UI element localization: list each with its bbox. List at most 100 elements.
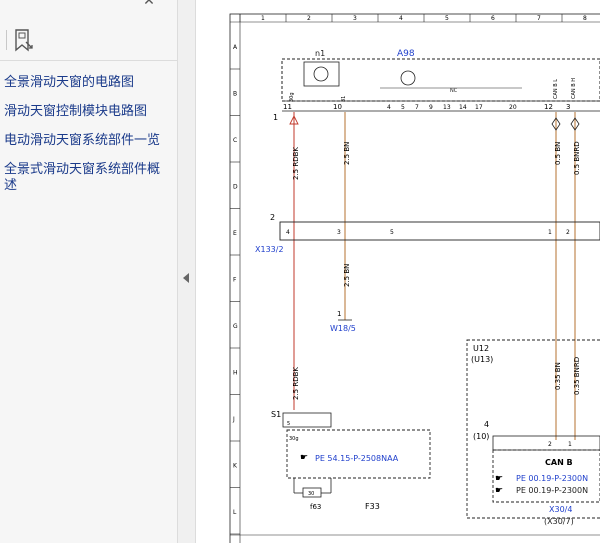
row-ruler: A B C D E F G H J K L <box>230 44 240 535</box>
pin-label: 4 <box>387 104 391 111</box>
column-ruler: 1 2 3 4 5 6 7 8 <box>239 14 587 22</box>
x30-label[interactable]: X30/4 <box>549 505 572 514</box>
wire-label: 2.5 RDBK <box>292 147 300 180</box>
conn-pin: 2 <box>566 229 570 236</box>
row-letter: L <box>233 509 237 516</box>
row-letter: A <box>233 44 238 51</box>
diagram-frame <box>229 13 600 543</box>
ref-label: 1 <box>273 113 278 122</box>
column-number: 3 <box>353 15 357 22</box>
u12-box <box>466 339 600 519</box>
conn-pin: 4 <box>286 229 290 236</box>
outline-item[interactable]: 全景式滑动天窗系统部件概述 <box>4 162 161 193</box>
transistor-icon <box>400 70 416 86</box>
column-number: 8 <box>583 15 587 22</box>
sidebar-splitter[interactable] <box>178 0 196 543</box>
pin-label: 7 <box>415 104 419 111</box>
outline-list: 全景滑动天窗的电路图 滑动天窗控制模块电路图 电动滑动天窗系统部件一览 全景式滑… <box>0 72 176 197</box>
wire-label: 0.5 BN <box>554 142 562 165</box>
close-sidebar-icon[interactable]: ✕ <box>143 0 155 9</box>
row-letter: H <box>233 370 238 377</box>
row-letter: G <box>233 323 238 330</box>
s1-label: S1 <box>271 410 281 419</box>
s1-pin: 30g <box>289 436 299 442</box>
pin-label: 20 <box>509 104 517 111</box>
x133-connector <box>279 221 600 241</box>
conn-pin: 3 <box>337 229 341 236</box>
pe-link[interactable]: PE 00.19-P-2300N <box>516 474 588 483</box>
collapse-left-icon[interactable] <box>183 273 189 283</box>
u12-label: U12 <box>473 344 489 353</box>
fuse-label: 30 <box>308 491 314 497</box>
pe-link[interactable]: PE 54.15-P-2508NAA <box>315 454 399 463</box>
pe-text: PE 00.19-P-2300N <box>516 486 588 495</box>
node-label: (10) <box>473 432 489 441</box>
row-letter: K <box>233 463 238 470</box>
pin-label: 13 <box>443 104 451 111</box>
column-number: 2 <box>307 15 311 22</box>
f33-label: F33 <box>365 502 380 511</box>
x133-label[interactable]: X133/2 <box>255 245 284 254</box>
fuse-box <box>302 487 322 498</box>
pin-label: 3 <box>566 103 570 111</box>
pin-label: 10 <box>333 103 342 111</box>
wire-label: 0.35 BNRD <box>573 357 581 395</box>
row-letter: F <box>233 277 237 284</box>
row-letter: J <box>232 416 235 423</box>
u13-label: (U13) <box>471 355 493 364</box>
a98-label[interactable]: A98 <box>397 49 415 59</box>
wire-label: 0.5 BNRD <box>573 141 581 175</box>
pointer-icon: ☛ <box>495 474 503 484</box>
pin-label: 11 <box>283 103 292 111</box>
row-letter: D <box>233 184 238 191</box>
toolbar-divider <box>6 30 7 50</box>
x30-label: (X30/7) <box>544 517 574 526</box>
outline-item[interactable]: 电动滑动天窗系统部件一览 <box>4 133 161 148</box>
wire-label: 2.5 BN <box>343 142 351 165</box>
pin-tag: 31 <box>341 96 347 102</box>
column-number: 7 <box>537 15 541 22</box>
s1-pin: 5 <box>287 421 290 427</box>
pin-label: 9 <box>429 104 433 111</box>
column-number: 4 <box>399 15 403 22</box>
can-b-box <box>492 449 600 503</box>
bookmark-sidebar: ✕ 全景滑动天窗的电路图 滑动天窗控制模块电路图 电动滑动天窗系统部件一览 全景… <box>0 0 178 543</box>
pointer-icon: ☛ <box>495 486 503 496</box>
can-tag: CAN B H <box>571 78 577 99</box>
pin-tag: 30g <box>289 92 295 102</box>
sidebar-toolbar <box>0 22 178 61</box>
column-number: 1 <box>261 15 265 22</box>
can-b-label: CAN B <box>545 458 573 467</box>
outline-item[interactable]: 滑动天窗控制模块电路图 <box>4 104 148 119</box>
nc-label: NC <box>450 88 458 94</box>
pointer-icon: ☛ <box>300 453 308 463</box>
pin-label: 12 <box>544 103 553 111</box>
row-letter: E <box>233 230 237 237</box>
pin-label: 5 <box>401 104 405 111</box>
f33-box <box>286 429 431 479</box>
node-label: 4 <box>484 420 489 429</box>
can-tag: CAN B L <box>553 79 559 99</box>
w18-label[interactable]: W18/5 <box>330 324 356 333</box>
transistor-icon <box>313 66 329 82</box>
wire-label: 0.35 BN <box>554 362 562 390</box>
conn-pin: 1 <box>548 229 552 236</box>
column-number: 5 <box>445 15 449 22</box>
pin-label: 14 <box>459 104 467 111</box>
bookmark-icon[interactable] <box>12 28 36 54</box>
f63-label: f63 <box>310 503 321 511</box>
row-letter: C <box>233 137 237 144</box>
wire-label: 2.5 RDBK <box>292 367 300 400</box>
ref-label: 2 <box>270 213 275 222</box>
row-letter: B <box>233 91 237 98</box>
n1-label: n1 <box>315 49 325 58</box>
pin-label: 17 <box>475 104 483 111</box>
ground-pin: 1 <box>337 310 341 318</box>
outline-item[interactable]: 全景滑动天窗的电路图 <box>4 75 135 90</box>
conn-pin: 5 <box>390 229 394 236</box>
wire-label: 2.5 BN <box>343 264 351 287</box>
column-number: 6 <box>491 15 495 22</box>
n1-box <box>303 61 340 87</box>
